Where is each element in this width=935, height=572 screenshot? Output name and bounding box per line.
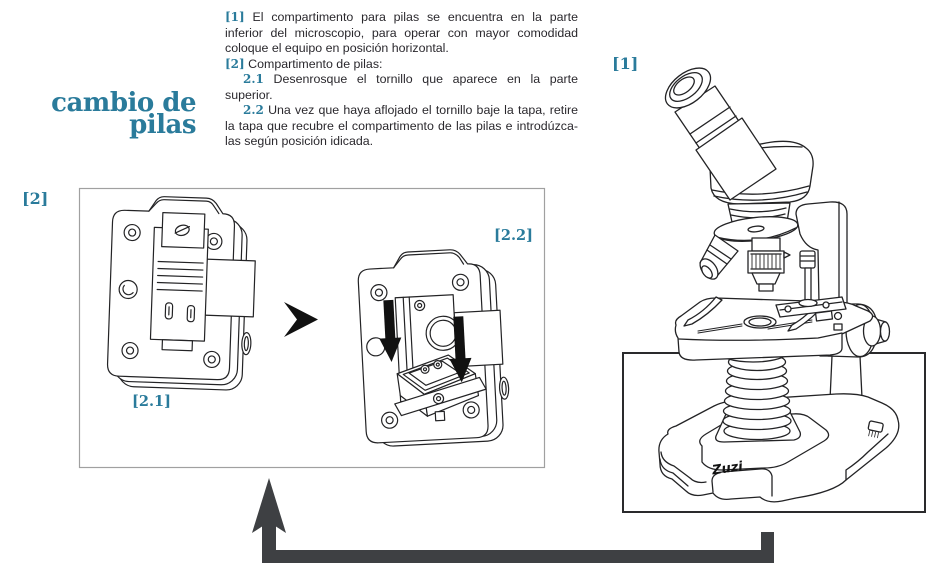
objective-lens-vertical (747, 237, 791, 292)
side-tab (202, 258, 256, 318)
corner-screws (370, 273, 480, 429)
corner-screws (121, 223, 223, 369)
ref-1: [1] (225, 10, 245, 24)
grip-ridges (156, 260, 204, 292)
page-title-line2: pilas (129, 110, 196, 140)
ref-2: [2] (225, 56, 245, 71)
zuzi-logo: Zuzi (710, 459, 744, 478)
page-title: cambio de pilas (20, 88, 196, 140)
right-chevron-icon (284, 302, 318, 337)
contact-slots (164, 302, 196, 323)
power-switch (867, 420, 884, 439)
up-arrow-icon (252, 478, 286, 533)
instruction-paragraph: [1] El compartimento para pilas se encue… (225, 10, 578, 55)
figure-label-diagram: [2] (22, 189, 49, 208)
microscope-illustration: Zuzi (658, 67, 900, 503)
figure-label-microscope: [1] (612, 54, 639, 73)
objective-lens-tilted (699, 234, 739, 280)
slide-holder (775, 250, 847, 331)
down-arrow-icon (449, 316, 472, 383)
flow-arrow-connector (252, 478, 774, 563)
instruction-paragraph: [2] Compartimento de pilas: (225, 56, 383, 71)
stage-clip (683, 296, 723, 327)
battery-plate-closed-illustration (106, 196, 256, 391)
page-title-line1: cambio de (51, 88, 196, 118)
diagram-frame (78, 187, 546, 469)
ribbed-neck (722, 352, 792, 441)
battery-plate-open-illustration (357, 249, 510, 447)
instruction-paragraph: 2.2 Una vez que haya aflojado el tornill… (225, 103, 578, 148)
microscope-base: Zuzi (658, 393, 900, 503)
eyepiece-tube (664, 67, 777, 201)
instructions-text: [1] El compartimento para pilas se encue… (225, 10, 578, 150)
ref-2-2: 2.2 (243, 103, 264, 117)
instruction-paragraph: 2.1 Desenrosque el tornillo que aparece … (225, 72, 578, 102)
ref-2-1: 2.1 (243, 72, 264, 86)
figure-label-step1: [2.1] (132, 393, 171, 410)
figure-label-step2: [2.2] (494, 227, 533, 244)
down-arrow-icon (379, 299, 402, 363)
cover-screw (174, 224, 190, 237)
